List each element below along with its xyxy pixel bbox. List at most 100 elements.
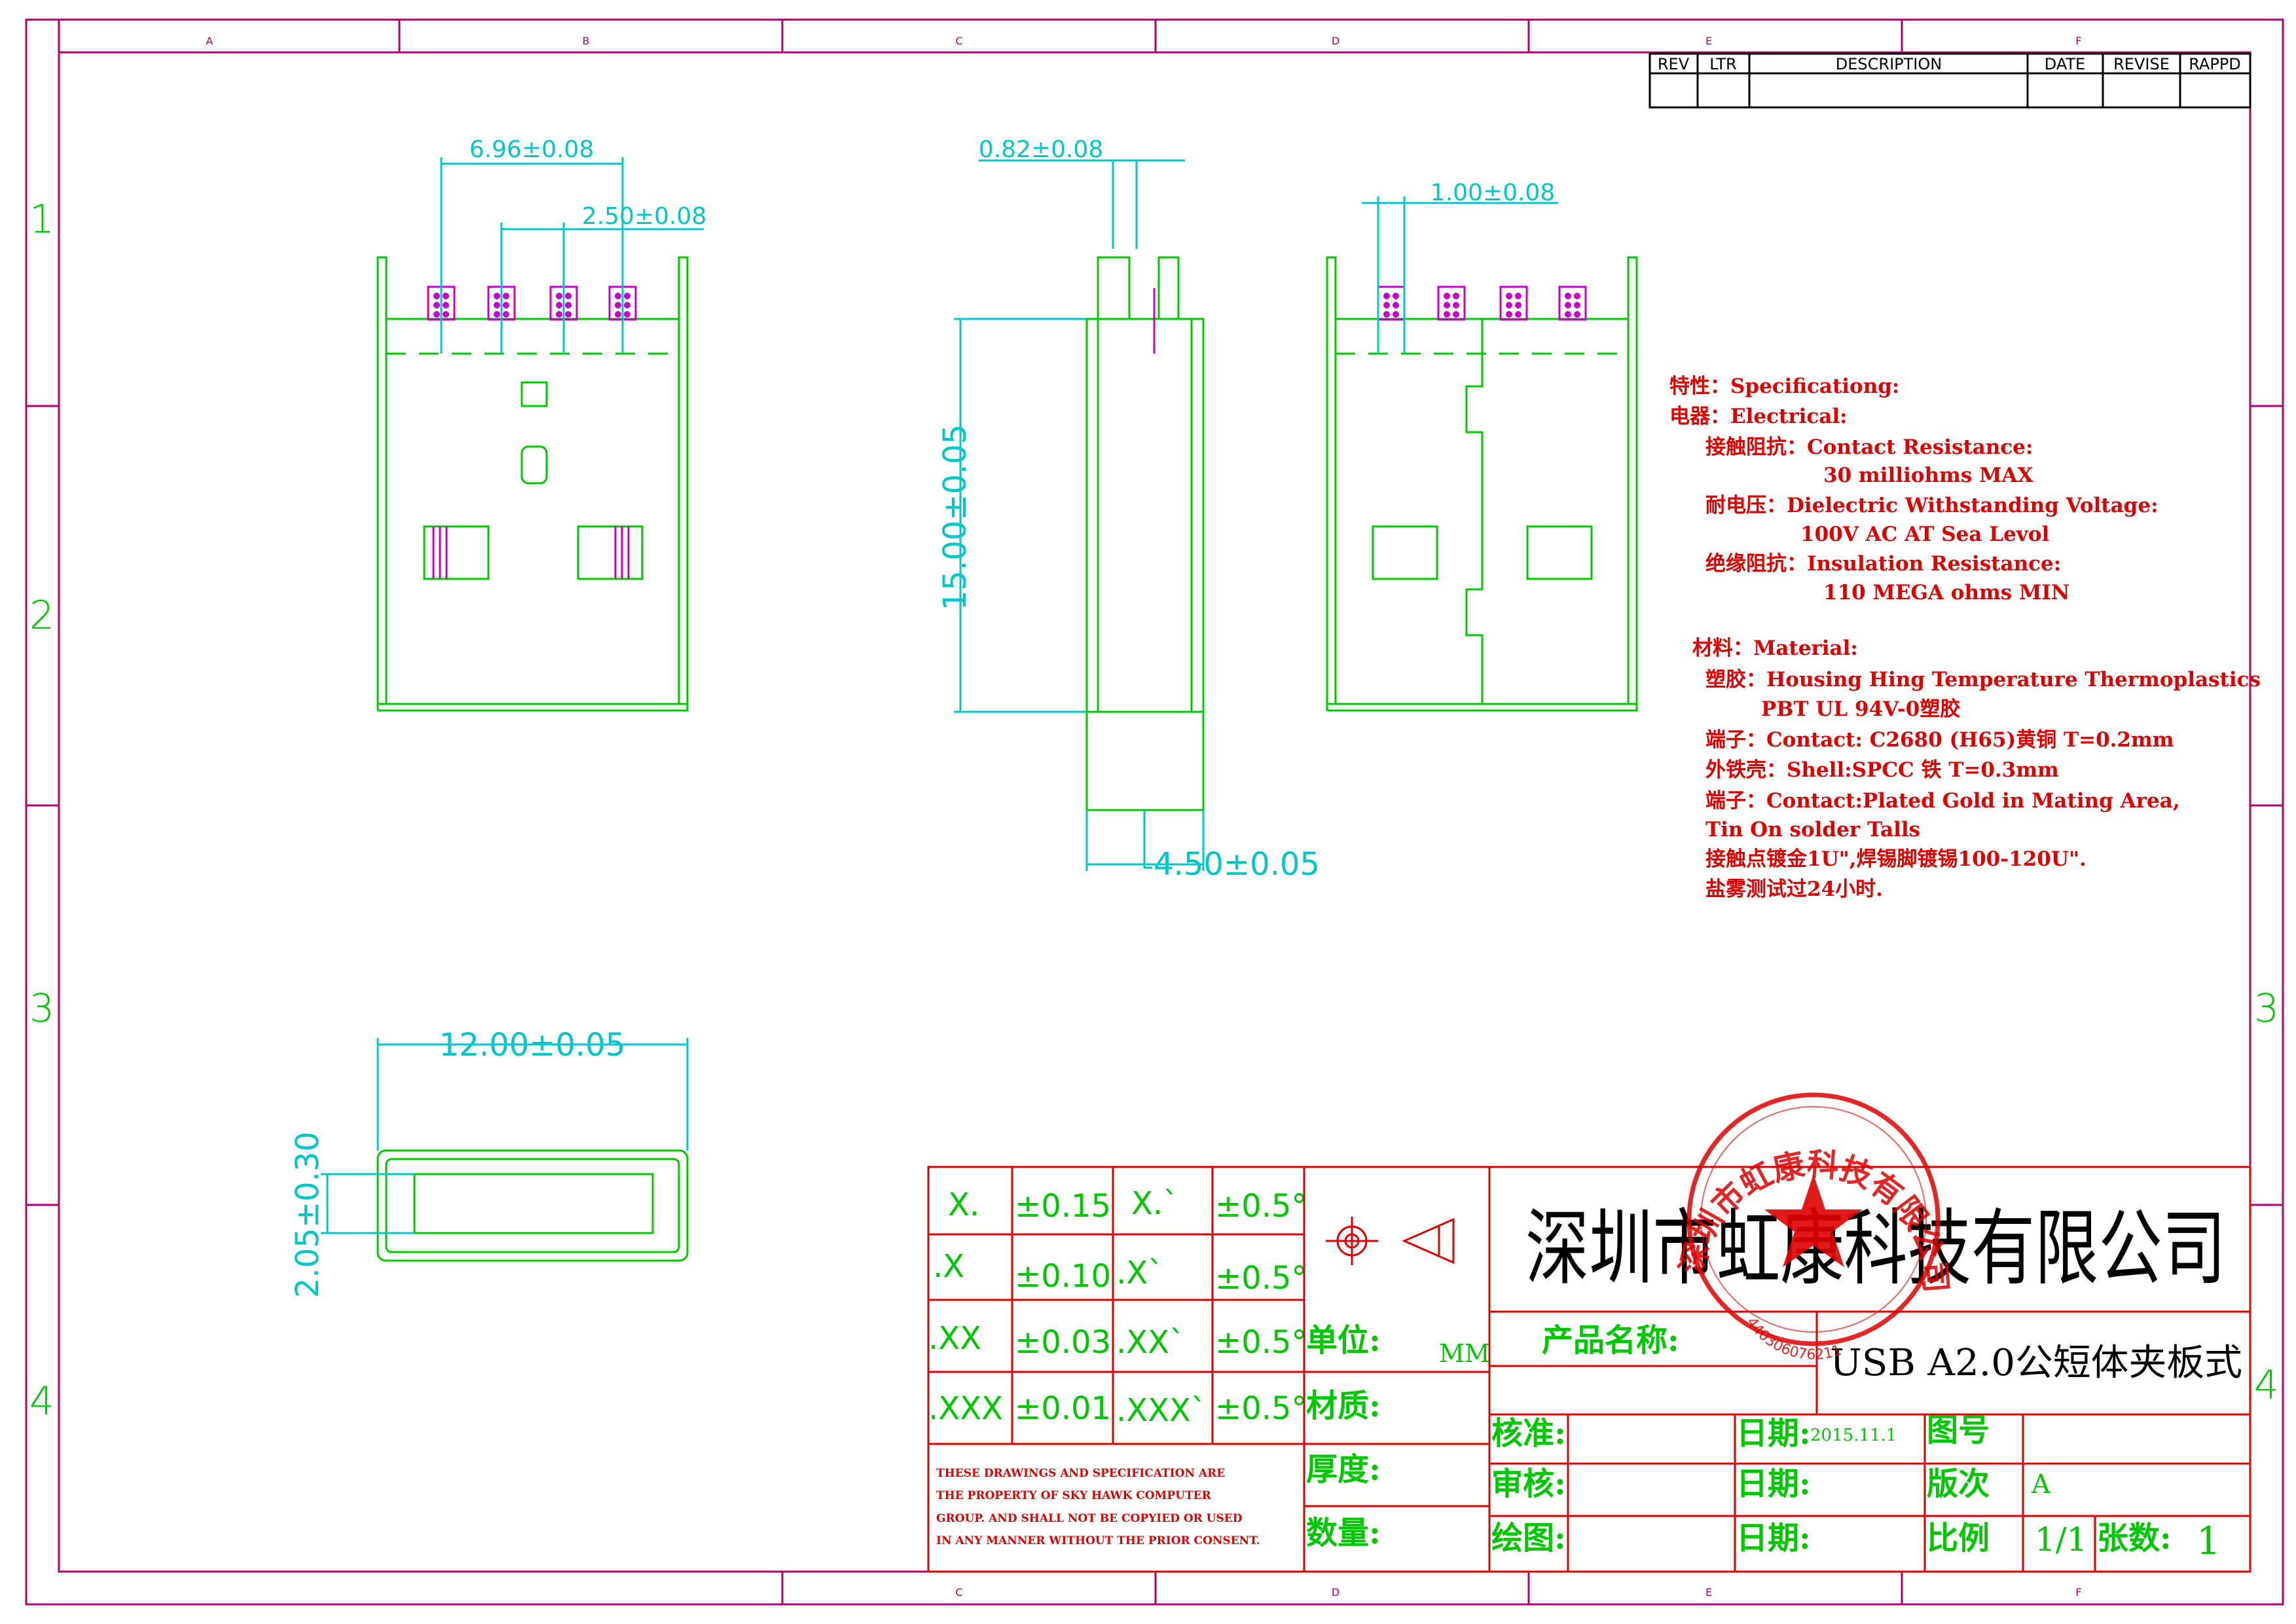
date-label: 日期: xyxy=(1736,1520,1811,1557)
stamp-number: 440306076211 xyxy=(1743,1314,1844,1363)
dim-side-thickness: 0.82±0.08 xyxy=(979,136,1103,163)
tol-fmt: .X xyxy=(933,1248,964,1285)
product-label: 产品名称: xyxy=(1542,1322,1679,1359)
tol-value: ±0.03 xyxy=(1015,1324,1111,1361)
zone-row-3: 3 xyxy=(29,986,54,1031)
product-name: USB A2.0公短体夹板式 xyxy=(1830,1342,2242,1384)
rev-header: REV xyxy=(1658,55,1690,73)
zone-col-top-c: C xyxy=(955,35,962,47)
spec-line: 接触点镀金1U",焊锡脚镀锡100-120U". xyxy=(1705,847,2086,871)
spec-line: 端子：Contact:Plated Gold in Mating Area, xyxy=(1705,789,2180,813)
date-label: 日期: xyxy=(1736,1415,1811,1452)
spec-line: 30 milliohms MAX xyxy=(1823,464,2033,487)
revise-header: REVISE xyxy=(2113,55,2170,73)
spec-line: 特性：Specificationg: xyxy=(1669,375,1899,398)
tol-fmt: X. xyxy=(948,1187,979,1223)
zone-col-bottom-e: E xyxy=(1705,1586,1712,1598)
company-stamp: 深圳市虹康科技有限公司 440306076211 xyxy=(1673,1092,1954,1363)
dim-back-pin-width: 1.00±0.08 xyxy=(1430,179,1555,206)
tol-value: ±0.10 xyxy=(1015,1258,1111,1295)
spec-line: 外铁壳：Shell:SPCC 铁 T=0.3mm xyxy=(1705,758,2059,782)
zone-col-top-a: A xyxy=(206,35,213,47)
dim-pitch-total: 6.96±0.08 xyxy=(469,136,594,163)
version-value: A xyxy=(2031,1469,2051,1500)
dim-side-length: 15.00±0.05 xyxy=(937,424,974,611)
version-label: 版次 xyxy=(1927,1466,1990,1502)
zone-row-1: 1 xyxy=(29,196,54,242)
side-view: 0.82±0.08 15.00±0.05 4.50±0.05 xyxy=(937,136,1320,883)
date-value: 2015.11.1 xyxy=(1810,1426,1897,1445)
tol-angle-value: ±0.5° xyxy=(1215,1324,1307,1361)
dim-end-width: 12.00±0.05 xyxy=(439,1027,626,1063)
tol-angle-value: ±0.5° xyxy=(1215,1188,1307,1225)
draw-label: 绘图: xyxy=(1491,1520,1566,1557)
title-block: 单位: 材质: 厚度: 数量: 产品名称: 核准: 审核: 绘图: 日期: 日期… xyxy=(1303,1166,2251,1573)
sheets-value: 1 xyxy=(2196,1519,2221,1563)
dim-pitch: 2.50±0.08 xyxy=(582,203,706,230)
material-label: 材质: xyxy=(1306,1388,1381,1424)
spec-line: 绝缘阻抗：Insulation Resistance: xyxy=(1705,552,2061,576)
front-view: 6.96±0.08 2.50±0.08 xyxy=(376,136,706,712)
unit-label: 单位: xyxy=(1306,1322,1381,1359)
date-header: DATE xyxy=(2045,55,2085,73)
spec-line: 耐电压：Dielectric Withstanding Voltage: xyxy=(1705,494,2159,517)
tol-angle-fmt: .XXX` xyxy=(1116,1392,1207,1429)
end-view: 12.00±0.05 2.05±0.30 xyxy=(289,1027,689,1298)
spec-line: 100V AC AT Sea Levol xyxy=(1800,523,2049,546)
notice-line: THESE DRAWINGS AND SPECIFICATION ARE xyxy=(936,1467,1225,1480)
scale-value: 1/1 xyxy=(2035,1521,2087,1559)
zone-col-top-d: D xyxy=(1332,35,1339,47)
thickness-label: 厚度: xyxy=(1306,1451,1381,1488)
svg-text:440306076211: 440306076211 xyxy=(1743,1314,1844,1363)
ltr-header: LTR xyxy=(1709,55,1736,73)
spec-notes: 特性：Specificationg: 电器：Electrical: 接触阻抗：C… xyxy=(1669,375,2261,901)
tol-angle-value: ±0.5° xyxy=(1215,1260,1307,1297)
tol-angle-fmt: X.` xyxy=(1131,1185,1178,1222)
zone-row-labels: 1 2 3 4 3 4 xyxy=(29,196,2279,1424)
company-name: 深圳市虹康科技有限公司 xyxy=(1525,1200,2226,1297)
drawing-no-label: 图号 xyxy=(1927,1412,1990,1449)
quantity-label: 数量: xyxy=(1306,1515,1381,1551)
unit-value: MM xyxy=(1439,1339,1490,1368)
tol-angle-fmt: .X` xyxy=(1116,1255,1163,1291)
dim-side-depth: 4.50±0.05 xyxy=(1154,846,1320,883)
spec-line: 端子：Contact: C2680 (H65)黄铜 T=0.2mm xyxy=(1705,728,2174,752)
tolerance-table: X. ±0.15 X.` ±0.5° .X ±0.10 .X` ±0.5° .X… xyxy=(927,1166,1307,1573)
review-label: 审核: xyxy=(1491,1466,1566,1502)
spec-line: 塑胶：Housing Hing Temperature Thermoplasti… xyxy=(1705,668,2261,692)
tol-angle-fmt: .XX` xyxy=(1116,1324,1185,1361)
sheets-label: 张数: xyxy=(2097,1520,2172,1557)
revision-table: REV LTR DESCRIPTION DATE REVISE RAPPD xyxy=(1649,52,2251,109)
spec-line: Tin On solder Talls xyxy=(1705,818,1920,841)
zone-col-top-e: E xyxy=(1705,35,1712,47)
zone-col-top-f: F xyxy=(2075,35,2081,47)
date-label: 日期: xyxy=(1736,1466,1811,1502)
notice-line: GROUP. AND SHALL NOT BE COPYIED OR USED xyxy=(936,1512,1243,1525)
description-header: DESCRIPTION xyxy=(1836,55,1942,73)
check-label: 核准: xyxy=(1491,1415,1566,1452)
rappd-header: RAPPD xyxy=(2189,55,2241,73)
zone-col-top-b: B xyxy=(583,35,590,47)
spec-line: 电器：Electrical: xyxy=(1669,405,1848,428)
zone-row-3-right: 3 xyxy=(2254,986,2279,1031)
zone-labels: A B C D E F C D E F xyxy=(206,35,2082,1598)
star-icon xyxy=(1764,1174,1863,1267)
zone-col-bottom-d: D xyxy=(1332,1586,1339,1598)
zone-col-bottom-f: F xyxy=(2075,1586,2081,1598)
tol-fmt: .XXX xyxy=(928,1390,1003,1427)
dim-end-height: 2.05±0.30 xyxy=(289,1132,326,1298)
zone-col-bottom-c: C xyxy=(955,1586,962,1598)
tol-angle-value: ±0.5° xyxy=(1215,1390,1307,1427)
notice-line: IN ANY MANNER WITHOUT THE PRIOR CONSENT. xyxy=(936,1534,1260,1547)
spec-line: 材料：Material: xyxy=(1692,637,1858,660)
zone-row-2: 2 xyxy=(29,593,54,638)
back-view: 1.00±0.08 xyxy=(1326,179,1638,712)
zone-row-4-right: 4 xyxy=(2254,1362,2279,1408)
tol-value: ±0.01 xyxy=(1015,1390,1111,1427)
tol-value: ±0.15 xyxy=(1015,1188,1111,1225)
spec-line: 110 MEGA ohms MIN xyxy=(1823,581,2069,604)
spec-line: 接触阻抗：Contact Resistance: xyxy=(1705,435,2033,459)
zone-row-4: 4 xyxy=(29,1378,54,1424)
tol-fmt: .XX xyxy=(928,1320,981,1357)
